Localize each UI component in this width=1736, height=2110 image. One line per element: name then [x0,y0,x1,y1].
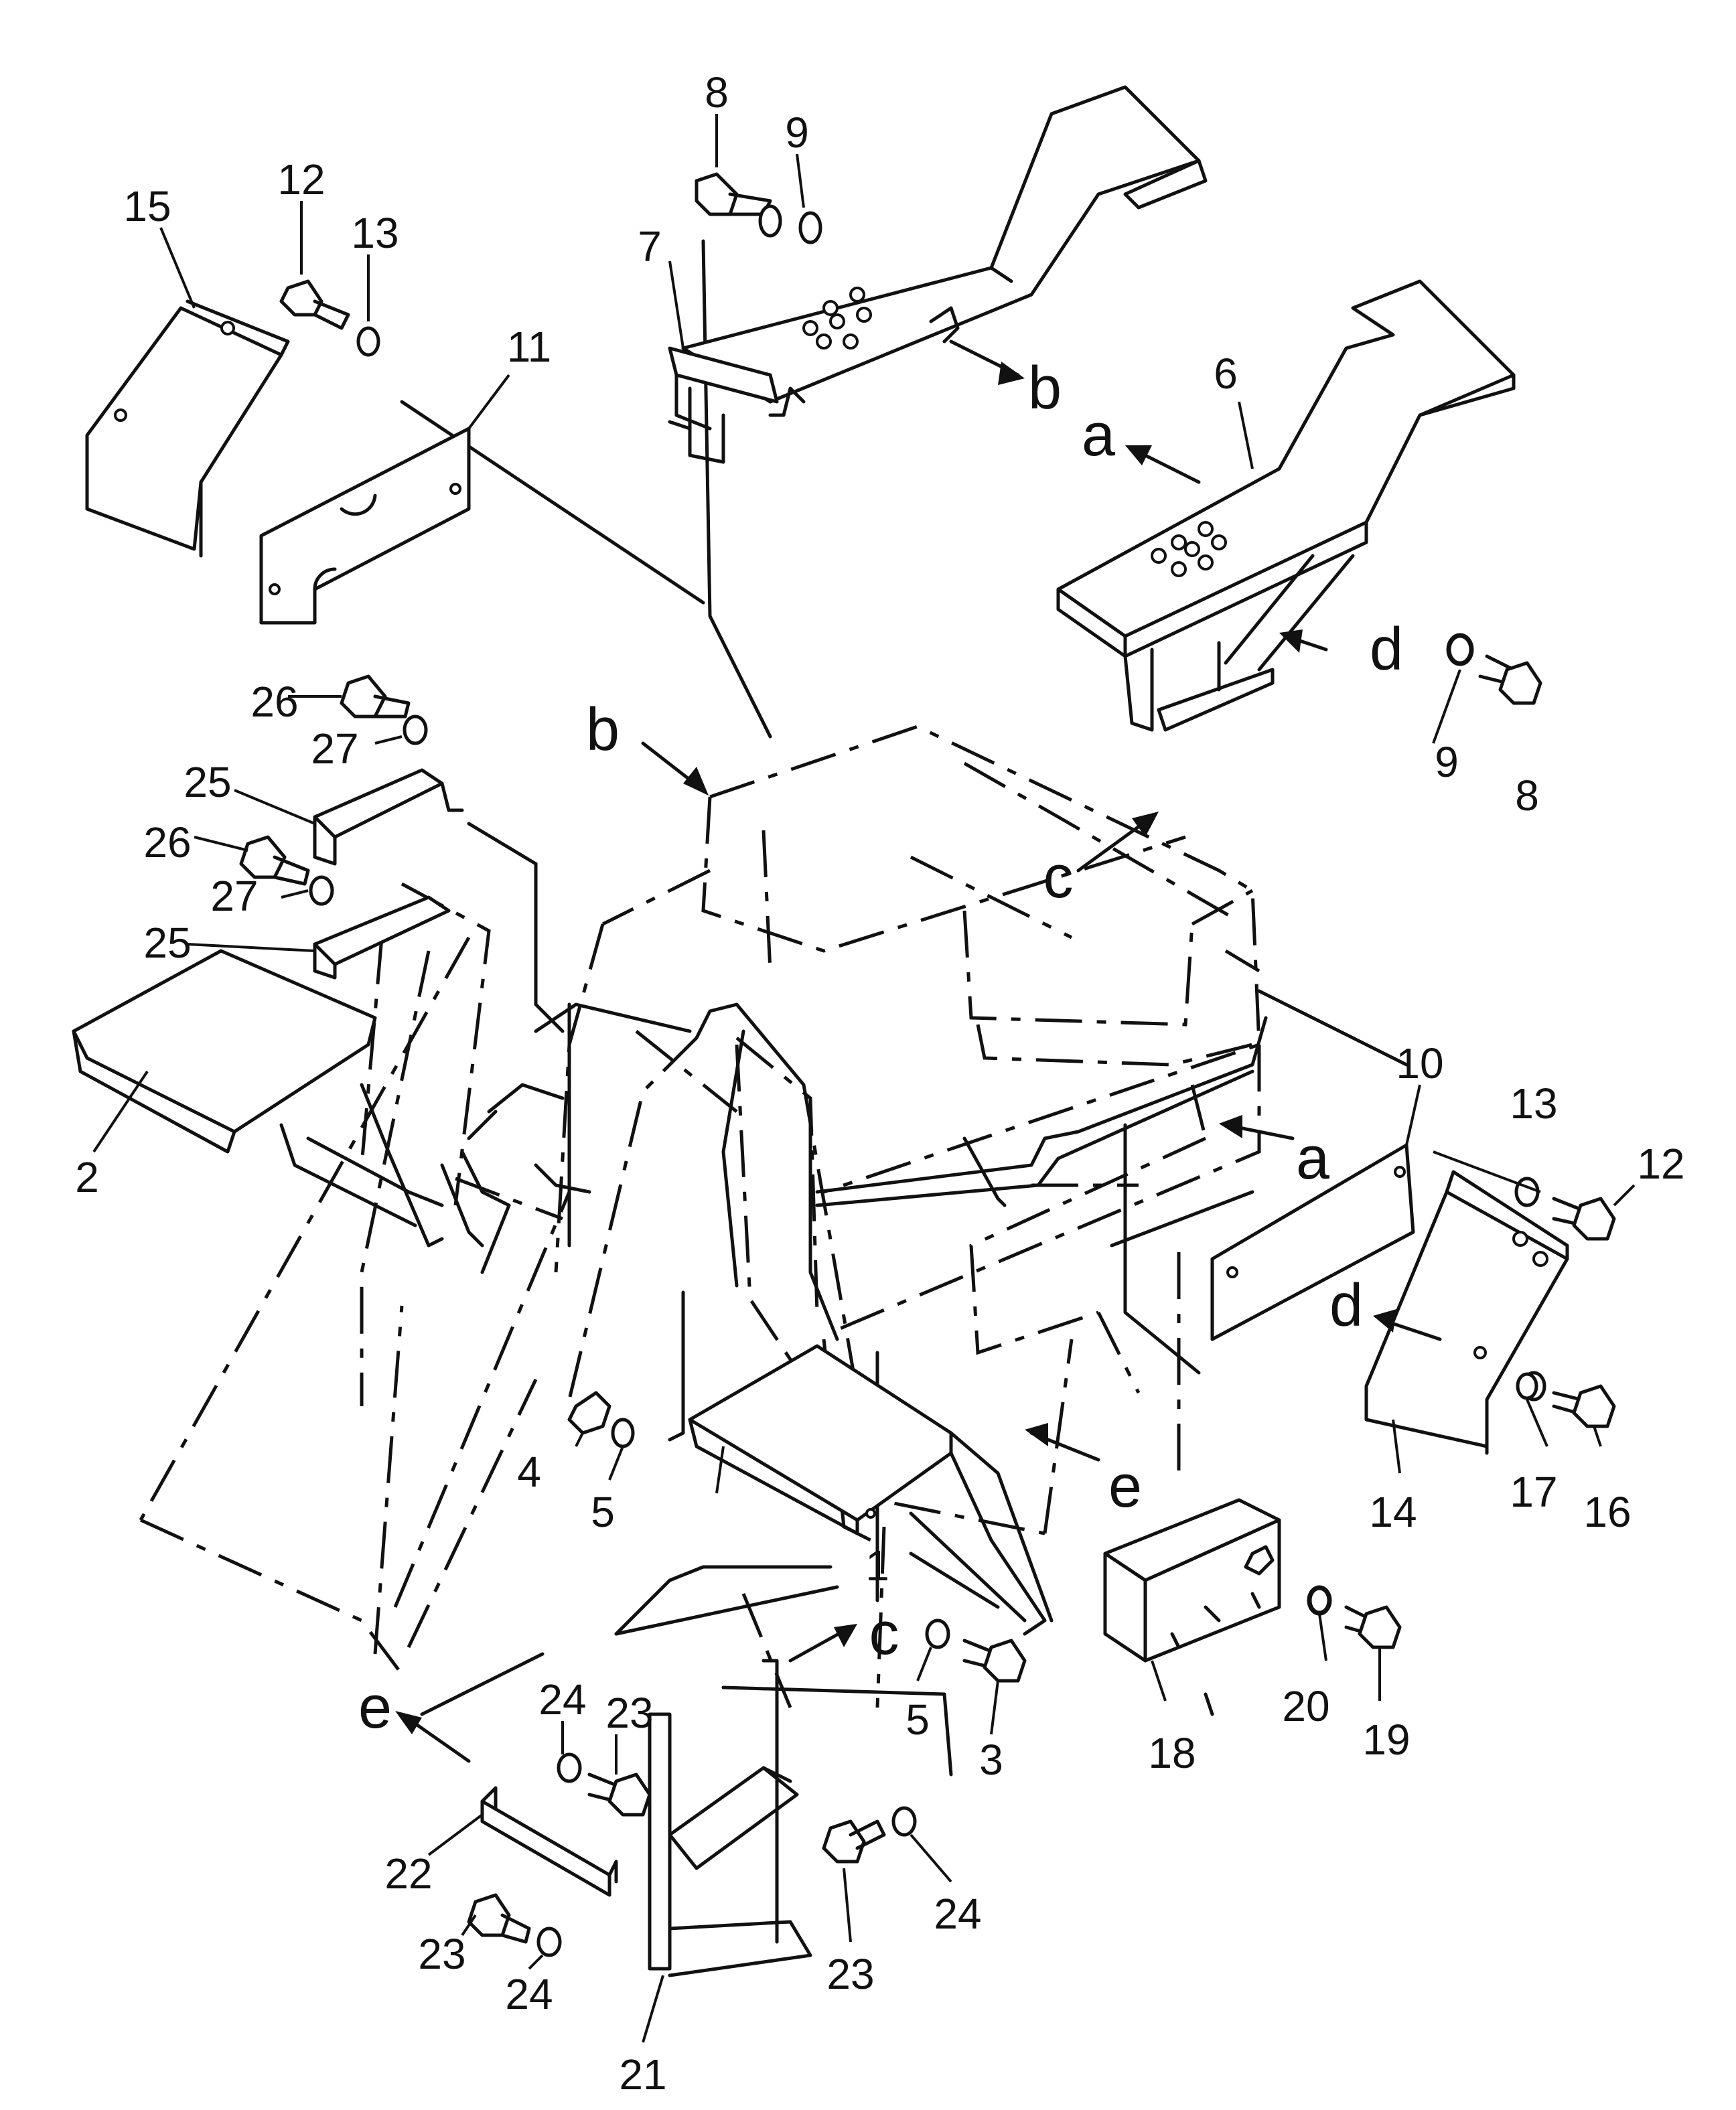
part-18-box [1103,1498,1281,1663]
label-part-14: 14 [1369,1488,1417,1536]
label-part-18: 18 [1148,1729,1196,1777]
label-part-8: 8 [1515,771,1539,820]
label-part-16: 16 [1583,1488,1631,1536]
part-10-plate [1210,1143,1415,1341]
label-part-27: 27 [210,872,258,920]
label-part-23: 23 [605,1689,653,1737]
label-part-9: 9 [785,108,809,157]
part-6-step-bracket [1056,279,1516,732]
ref-letter-a: a [1082,402,1116,469]
part-22-bracket [480,1786,618,1897]
label-part-4: 4 [517,1448,541,1496]
label-part-24: 24 [538,1675,586,1724]
part-14-cover [1364,1170,1569,1455]
part-11-plate [259,427,471,625]
reference-arrows [395,340,1442,1763]
label-part-2: 2 [75,1153,99,1201]
label-part-8: 8 [705,68,729,117]
label-part-3: 3 [979,1736,1003,1784]
hardware [239,172,1616,1957]
label-part-9: 9 [1435,738,1459,786]
label-part-10: 10 [1396,1039,1443,1087]
label-part-20: 20 [1282,1682,1329,1730]
label-part-21: 21 [619,2050,666,2099]
label-part-5: 5 [906,1695,930,1744]
label-part-6: 6 [1214,350,1238,398]
ref-letter-d: d [1370,616,1403,683]
label-part-11: 11 [507,323,551,371]
part-number-labels: 1 2 3 4 5 5 6 7 8 8 9 9 10 11 12 12 13 1… [75,68,1684,2099]
label-part-1: 1 [865,1541,889,1590]
part-25-brackets [313,768,464,980]
label-part-23: 23 [826,1950,874,1998]
label-part-24: 24 [934,1890,981,1938]
label-part-5: 5 [591,1488,615,1536]
ref-letter-e: e [358,1674,392,1741]
ref-letter-b: b [586,696,620,763]
part-1-step [688,1344,1054,1636]
label-part-25: 25 [184,758,231,806]
ref-letter-a: a [1296,1125,1330,1192]
label-part-24: 24 [505,1970,553,2018]
label-part-17: 17 [1510,1468,1557,1516]
label-part-12: 12 [277,155,325,204]
leader-lines [92,114,1636,2043]
part-21-ladder [648,1659,812,1977]
label-part-13: 13 [351,209,399,257]
label-part-22: 22 [384,1850,432,1898]
ref-letter-d: d [1329,1272,1363,1339]
label-part-13: 13 [1510,1079,1557,1128]
label-part-26: 26 [143,818,191,866]
ref-letter-c: c [869,1600,899,1667]
label-part-19: 19 [1362,1716,1410,1764]
label-part-15: 15 [123,182,171,230]
label-part-27: 27 [311,725,358,773]
part-2-step [72,949,444,1248]
ref-letter-c: c [1043,844,1074,911]
label-part-7: 7 [638,222,662,271]
ref-letter-b: b [1028,355,1062,422]
label-part-12: 12 [1637,1140,1684,1188]
label-part-23: 23 [418,1930,465,1978]
ref-letter-e: e [1108,1453,1142,1520]
label-part-26: 26 [250,678,298,726]
part-7-step-bracket [668,85,1208,464]
label-part-25: 25 [143,919,191,967]
part-15-cover [85,299,290,558]
reference-letter-labels: a a b b c c d d e e [358,355,1403,1741]
